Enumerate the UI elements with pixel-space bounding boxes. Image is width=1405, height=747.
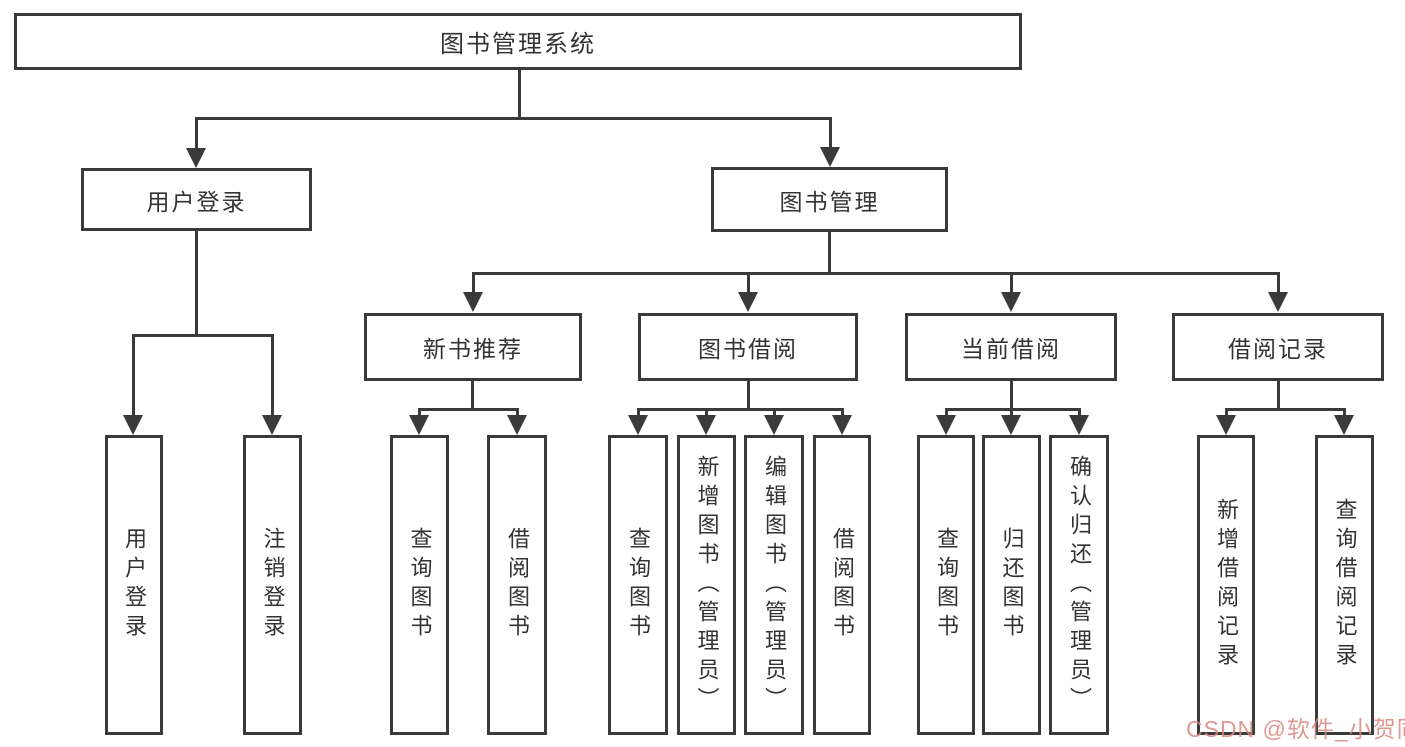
edge-drop-new-book <box>472 272 475 294</box>
edge-new-book-split <box>418 408 519 411</box>
edge-drop-user-login <box>195 117 198 150</box>
arrow-down-icon <box>1069 415 1089 435</box>
arrow-down-icon <box>507 415 527 435</box>
edge-borrow-records-trunk <box>1277 381 1280 411</box>
edge-drop-borrow-books-1 <box>516 408 519 418</box>
edge-drop-query-books-2 <box>637 408 640 418</box>
edge-drop-add-books <box>705 408 708 418</box>
node-book-management: 图书管理 <box>711 167 948 232</box>
node-leaf-query-books-borrowing: 查询图书 <box>608 435 668 735</box>
edge-drop-query-borrow-record <box>1343 408 1346 418</box>
arrow-down-icon <box>463 292 483 312</box>
edge-new-book-trunk <box>471 381 474 411</box>
edge-user-login-trunk <box>195 231 198 336</box>
arrow-down-icon <box>936 415 956 435</box>
node-leaf-confirm-return-admin: 确认归还（管理员） <box>1049 435 1109 735</box>
arrow-down-icon <box>262 415 282 435</box>
arrow-down-icon <box>186 148 206 168</box>
edge-drop-book-borrowing <box>747 272 750 294</box>
node-leaf-query-books-recommend: 查询图书 <box>390 435 449 735</box>
arrow-down-icon <box>123 415 143 435</box>
edge-drop-logout-leaf <box>271 334 274 416</box>
node-leaf-add-books-admin: 新增图书（管理员） <box>677 435 736 735</box>
edge-drop-return-books <box>1010 408 1013 418</box>
arrow-down-icon <box>738 292 758 312</box>
arrow-down-icon <box>832 415 852 435</box>
edge-drop-current-borrowing <box>1010 272 1013 294</box>
edge-drop-add-borrow-record <box>1225 408 1228 418</box>
edge-book-borrowing-split <box>637 408 843 411</box>
node-library-management-system: 图书管理系统 <box>14 13 1022 70</box>
edge-drop-edit-books <box>773 408 776 418</box>
node-leaf-borrow-books: 借阅图书 <box>813 435 871 735</box>
edge-book-borrowing-trunk <box>747 381 750 411</box>
node-borrow-records: 借阅记录 <box>1172 313 1384 381</box>
arrow-down-icon <box>628 415 648 435</box>
node-new-book-recommend: 新书推荐 <box>364 313 582 381</box>
edge-drop-query-books-1 <box>418 408 421 418</box>
node-book-borrowing: 图书借阅 <box>638 313 858 381</box>
arrow-down-icon <box>1268 292 1288 312</box>
arrow-down-icon <box>696 415 716 435</box>
csdn-watermark: CSDN @软件_小贺同学 <box>1186 716 1405 742</box>
node-leaf-user-login: 用户登录 <box>105 435 163 735</box>
arrow-down-icon <box>409 415 429 435</box>
arrow-down-icon <box>1216 415 1236 435</box>
node-leaf-query-borrow-record: 查询借阅记录 <box>1315 435 1374 735</box>
edge-borrow-records-split <box>1225 408 1345 411</box>
node-user-login: 用户登录 <box>81 168 312 231</box>
arrow-down-icon <box>1001 292 1021 312</box>
node-leaf-edit-books-admin: 编辑图书（管理员） <box>744 435 804 735</box>
node-current-borrowing: 当前借阅 <box>905 313 1117 381</box>
edge-book-management-trunk <box>828 232 831 275</box>
node-leaf-query-books-current: 查询图书 <box>917 435 975 735</box>
arrow-down-icon <box>820 147 840 167</box>
node-leaf-return-books: 归还图书 <box>982 435 1041 735</box>
edge-current-borrowing-trunk <box>1010 381 1013 411</box>
edge-drop-user-login-leaf <box>132 334 135 416</box>
edge-book-management-split <box>472 272 1280 275</box>
edge-root-split <box>195 117 832 120</box>
edge-drop-confirm-return <box>1078 408 1081 418</box>
edge-root-trunk <box>518 67 521 119</box>
arrow-down-icon <box>1001 415 1021 435</box>
arrow-down-icon <box>764 415 784 435</box>
edge-user-login-split <box>132 334 274 337</box>
edge-drop-book-management <box>829 117 832 149</box>
edge-drop-query-books-3 <box>945 408 948 418</box>
edge-drop-borrow-records <box>1277 272 1280 294</box>
edge-drop-borrow-books-2 <box>841 408 844 418</box>
node-leaf-borrow-books-recommend: 借阅图书 <box>487 435 547 735</box>
arrow-down-icon <box>1334 415 1354 435</box>
node-leaf-add-borrow-record: 新增借阅记录 <box>1197 435 1255 735</box>
node-leaf-logout: 注销登录 <box>243 435 302 735</box>
